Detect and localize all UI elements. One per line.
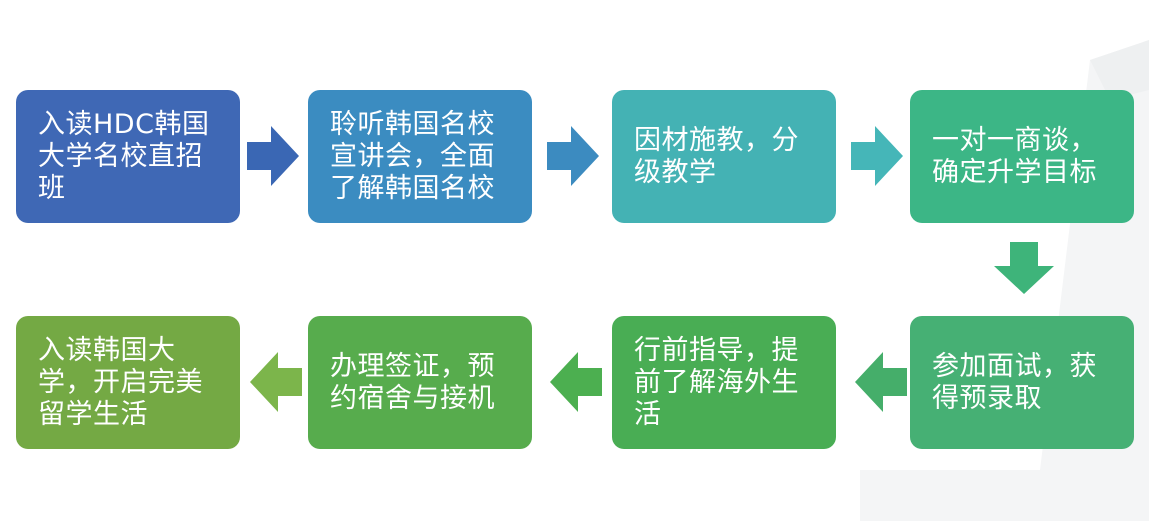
step-2-info-session: 聆听韩国名校宣讲会，全面了解韩国名校 (308, 90, 532, 223)
step-4-consultation: 一对一商谈，确定升学目标 (910, 90, 1134, 223)
arrow-right-1-icon (247, 126, 299, 186)
arrow-left-3-icon (250, 352, 302, 412)
arrow-down-icon (994, 242, 1054, 294)
arrow-left-3-shape (250, 352, 302, 412)
arrow-left-1-icon (855, 352, 907, 412)
step-5-text: 参加面试，获得预录取 (932, 350, 1097, 414)
step-6-pre-departure: 行前指导，提前了解海外生活 (612, 316, 836, 449)
step-8-start-study: 入读韩国大学，开启完美留学生活 (16, 316, 240, 449)
arrow-right-1-shape (247, 126, 299, 186)
step-6-text: 行前指导，提前了解海外生活 (634, 334, 799, 430)
step-1-text: 入读HDC韩国大学名校直招班 (38, 108, 210, 204)
step-3-tailored-teaching: 因材施教，分级教学 (612, 90, 836, 223)
step-3-text: 因材施教，分级教学 (634, 124, 799, 188)
arrow-left-1-shape (855, 352, 907, 412)
step-8-text: 入读韩国大学，开启完美留学生活 (38, 334, 203, 430)
step-1-enroll-hdc: 入读HDC韩国大学名校直招班 (16, 90, 240, 223)
arrow-left-2-icon (550, 352, 602, 412)
arrow-right-3-icon (851, 126, 903, 186)
step-2-text: 聆听韩国名校宣讲会，全面了解韩国名校 (330, 108, 495, 204)
arrow-down-shape (994, 242, 1054, 294)
arrow-right-2-icon (547, 126, 599, 186)
step-5-interview: 参加面试，获得预录取 (910, 316, 1134, 449)
arrow-left-2-shape (550, 352, 602, 412)
arrow-right-3-shape (851, 126, 903, 186)
arrow-right-2-shape (547, 126, 599, 186)
step-7-text: 办理签证，预约宿舍与接机 (330, 350, 495, 414)
step-7-visa-housing: 办理签证，预约宿舍与接机 (308, 316, 532, 449)
step-4-text: 一对一商谈，确定升学目标 (932, 124, 1097, 188)
